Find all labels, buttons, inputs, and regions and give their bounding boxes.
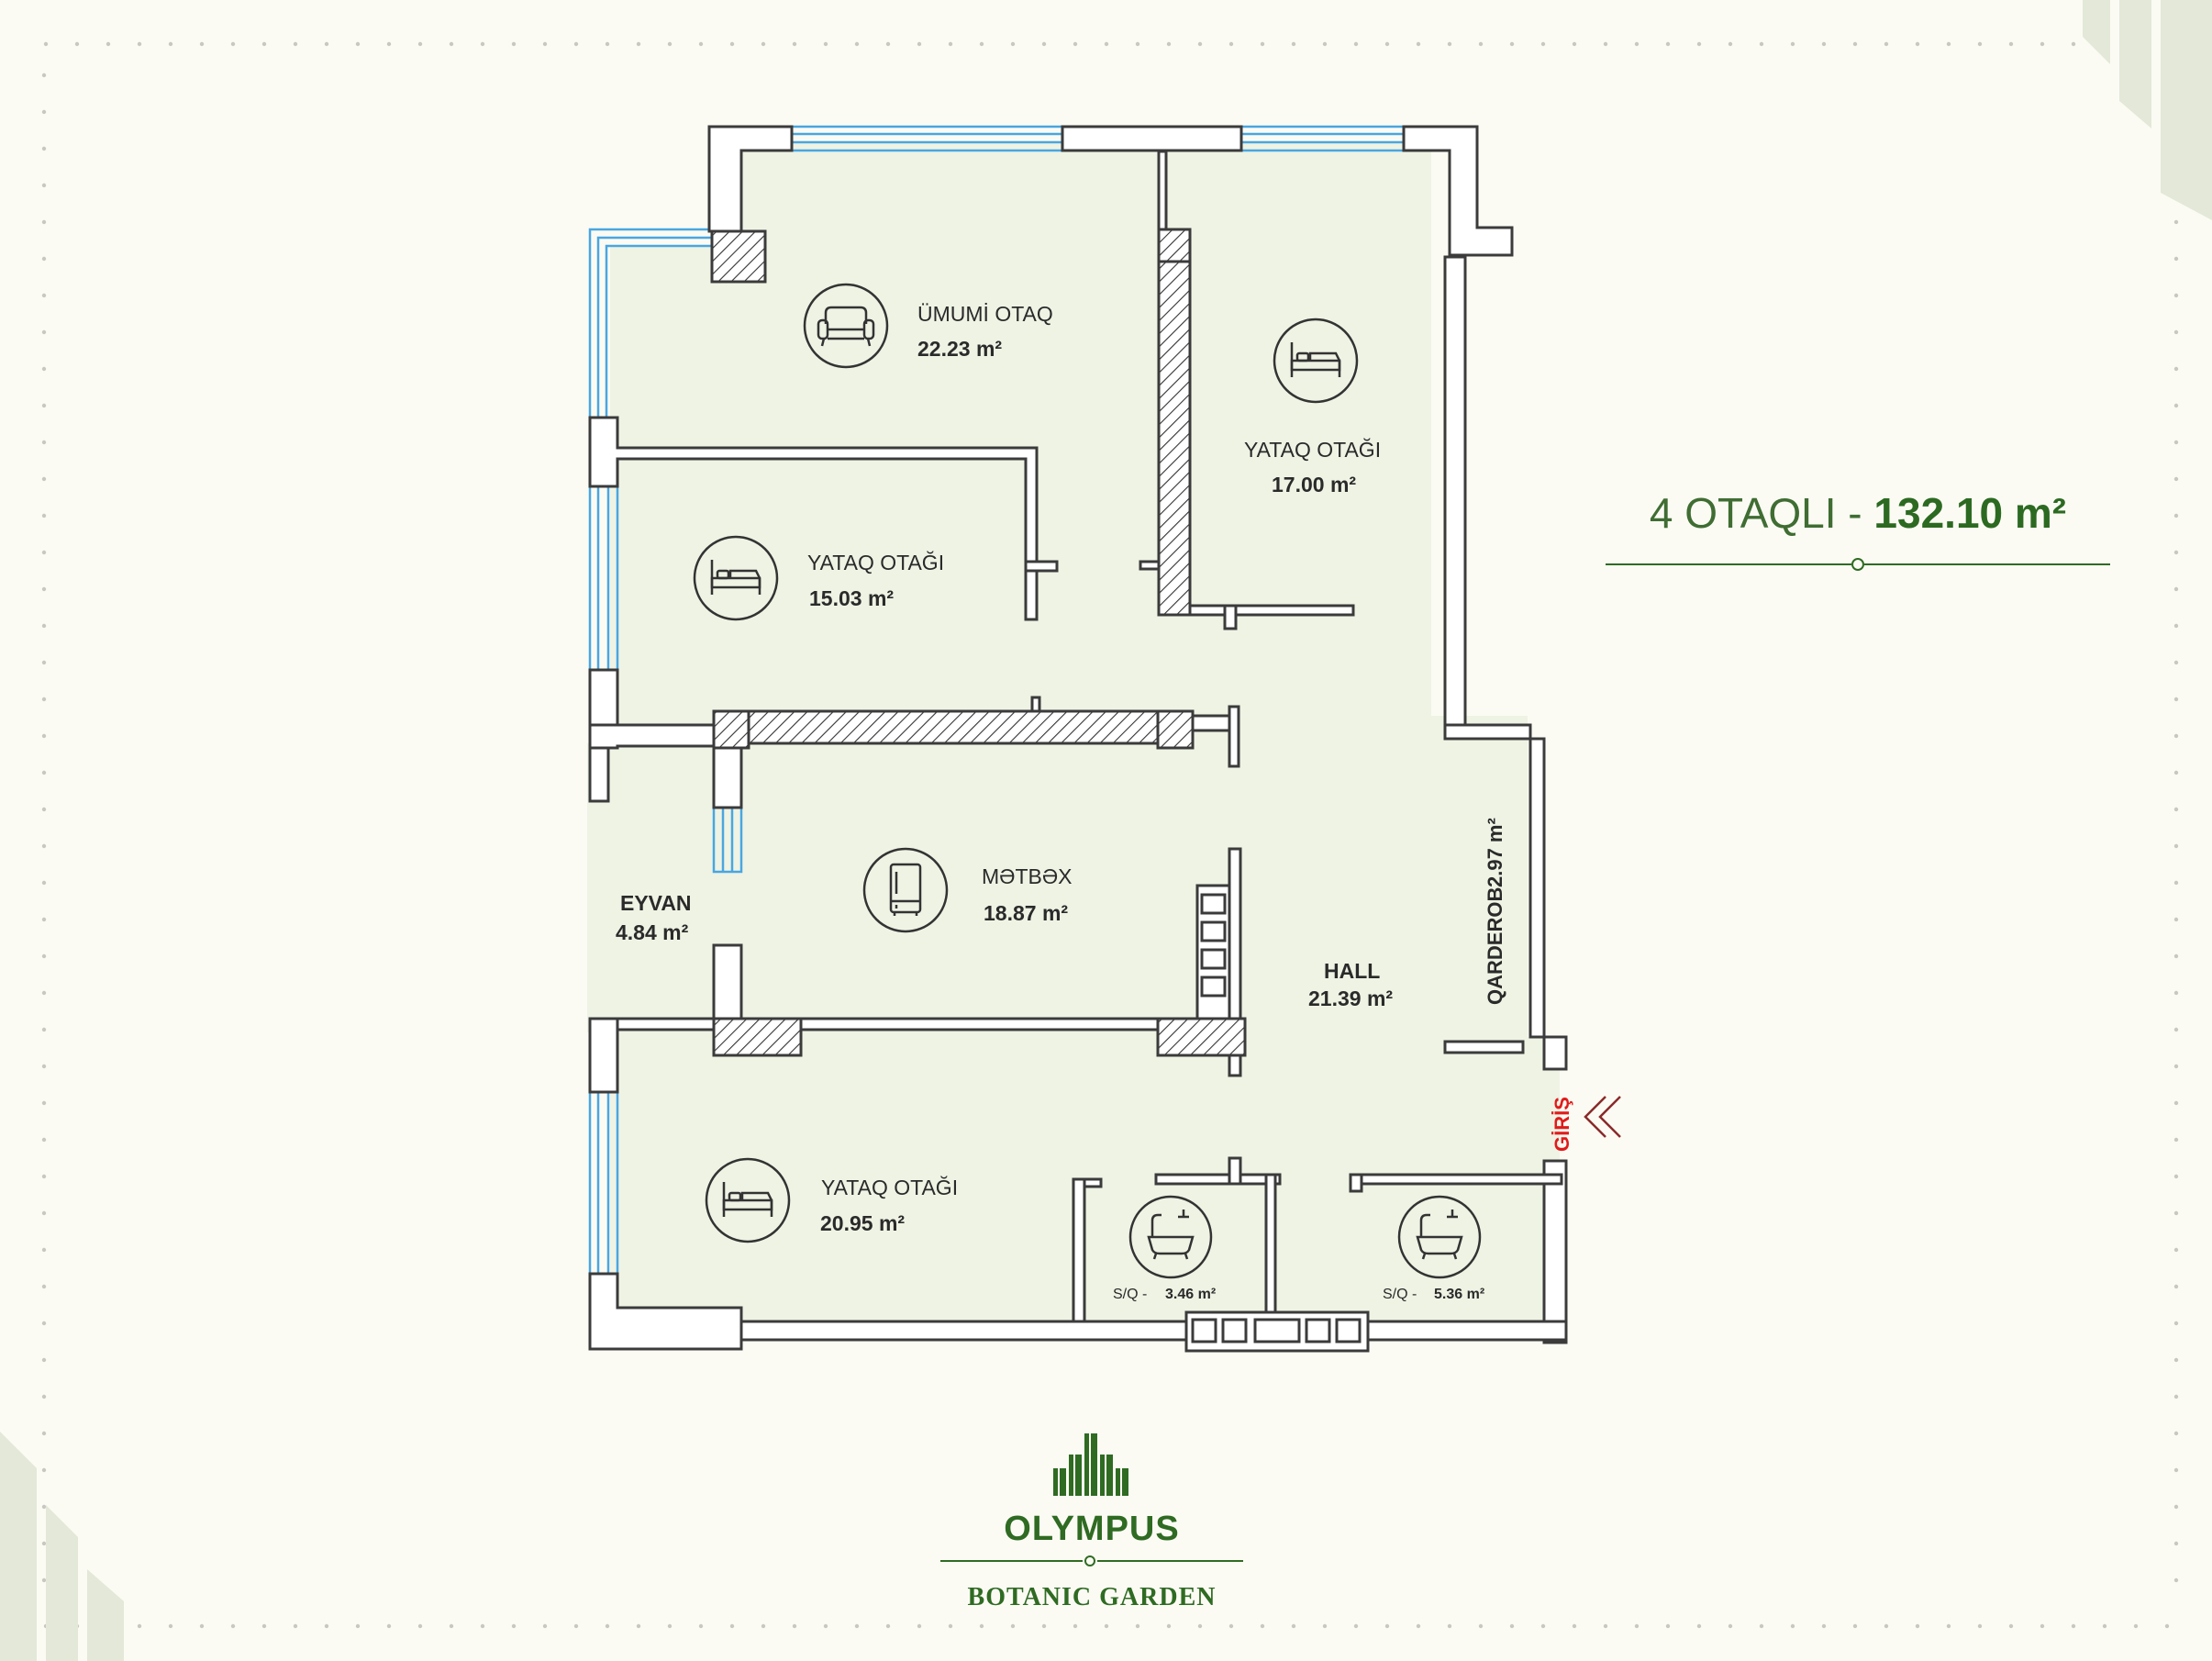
structural-columns <box>710 228 1247 1057</box>
room-name: HALL <box>1324 959 1380 983</box>
room-area: 2.97 m² <box>1484 818 1506 887</box>
room-name: YATAQ OTAĞI <box>807 551 944 574</box>
room-name: MƏTBƏX <box>982 864 1073 888</box>
double-chevron-left-icon <box>1584 1096 1621 1138</box>
title-underline <box>1606 558 2110 571</box>
corner-decor-top-right <box>2083 0 2212 220</box>
bathtub-icon <box>1128 1195 1213 1279</box>
room-area: 22.23 m² <box>917 337 1002 361</box>
room-name: EYVAN <box>620 891 692 915</box>
logo-divider <box>940 1555 1243 1566</box>
dotted-border <box>41 41 2179 1629</box>
sofa-icon <box>803 283 889 369</box>
walls <box>588 125 1568 1353</box>
room-area: 4.84 m² <box>616 920 689 944</box>
room-area: 3.46 m² <box>1165 1287 1216 1302</box>
buildings-logo-icon <box>1053 1433 1128 1496</box>
room-area: 21.39 m² <box>1308 987 1393 1010</box>
apartment-title: 4 OTAQLI - 132.10 m² <box>1606 488 2110 589</box>
room-area: 17.00 m² <box>1272 473 1356 496</box>
brand-name: OLYMPUS <box>1004 1510 1180 1548</box>
apartment-title-text: 4 OTAQLI - 132.10 m² <box>1606 488 2110 538</box>
corner-decor-bottom-left <box>0 1432 124 1661</box>
room-name: QARDEROB <box>1484 887 1506 1005</box>
entrance-label: GİRİŞ <box>1551 1097 1573 1152</box>
room-name: YATAQ OTAĞI <box>1244 438 1381 462</box>
room-area: 15.03 m² <box>809 586 894 610</box>
bed-icon <box>705 1157 791 1243</box>
bathtub-icon <box>1397 1195 1482 1279</box>
bed-icon <box>1273 318 1359 404</box>
room-area: 5.36 m² <box>1434 1287 1484 1302</box>
rooms-count-label: 4 OTAQLI - <box>1649 489 1862 537</box>
fridge-icon <box>862 847 949 933</box>
room-name: ÜMUMİ OTAQ <box>917 302 1053 326</box>
room-name: YATAQ OTAĞI <box>821 1176 958 1199</box>
room-icons <box>693 283 1482 1279</box>
room-area: 18.87 m² <box>984 901 1068 925</box>
room-labels: ÜMUMİ OTAQ 22.23 m² YATAQ OTAĞI 17.00 m²… <box>616 302 1506 1302</box>
entrance: GİRİŞ <box>1551 1096 1621 1152</box>
room-name: S/Q - <box>1113 1287 1147 1302</box>
room-name: S/Q - <box>1383 1287 1417 1302</box>
brand-logo: OLYMPUS BOTANIC GARDEN <box>936 1422 1248 1633</box>
room-area: 20.95 m² <box>820 1211 905 1235</box>
bed-icon <box>693 535 779 621</box>
total-area: 132.10 m² <box>1873 489 2067 537</box>
brand-subtitle: BOTANIC GARDEN <box>967 1583 1217 1611</box>
